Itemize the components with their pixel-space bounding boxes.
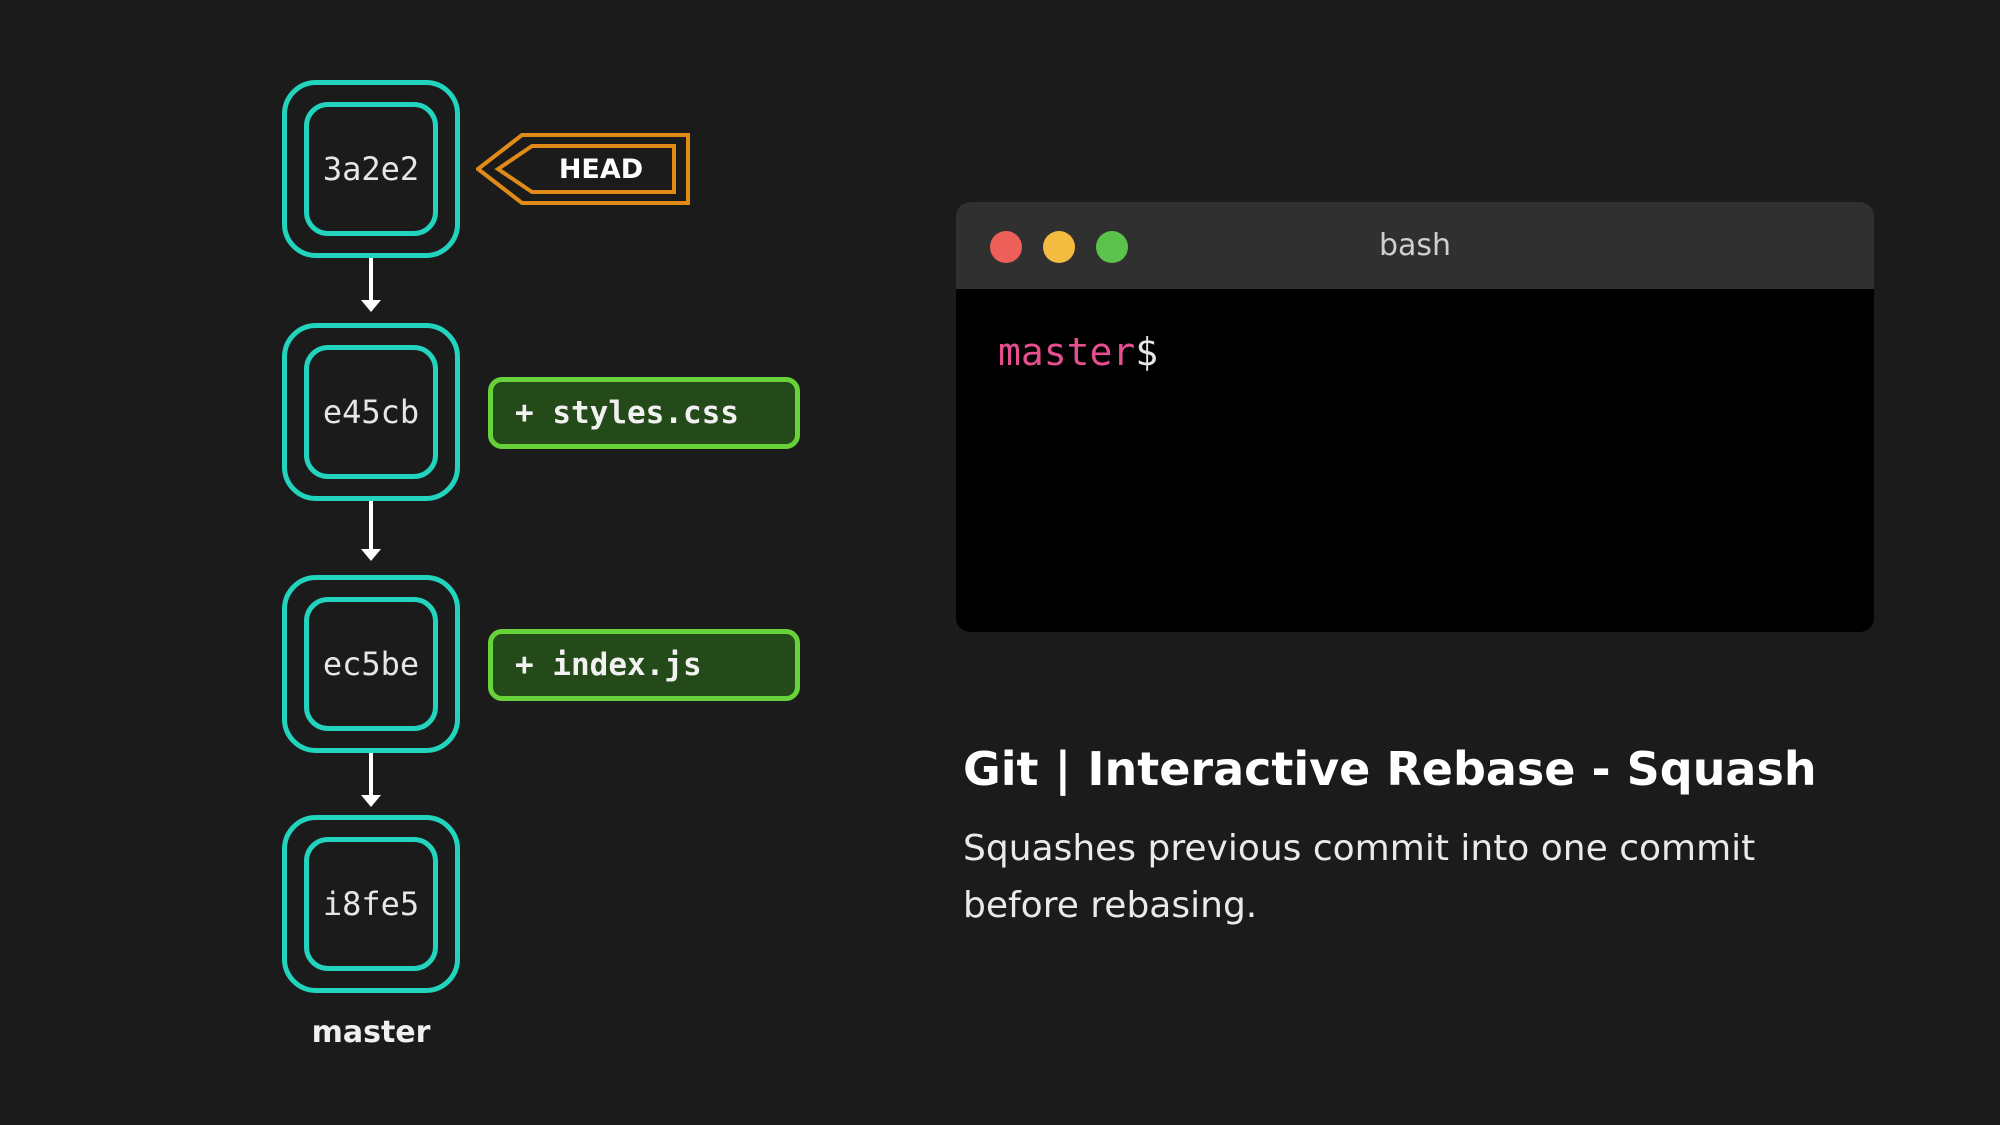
terminal-title: bash [1378, 228, 1452, 263]
commit-node: ec5be [282, 575, 460, 753]
commit-hash: i8fe5 [322, 885, 420, 923]
maximize-window-button[interactable] [1096, 231, 1128, 263]
commit-node: 3a2e2 [282, 80, 460, 258]
minimize-window-button[interactable] [1043, 231, 1075, 263]
slide-description: Squashes previous commit into one commit… [963, 828, 1756, 926]
commit-node-inner: ec5be [304, 597, 438, 731]
commit-node: i8fe5 [282, 815, 460, 993]
head-label: HEAD [558, 153, 644, 185]
close-window-button[interactable] [990, 231, 1022, 263]
branch-label: master [311, 1015, 431, 1050]
slide-title: Git | Interactive Rebase - Squash [963, 742, 1817, 796]
commit-hash: 3a2e2 [322, 150, 420, 188]
head-pointer-shape [476, 133, 690, 205]
commit-node: e45cb [282, 323, 460, 501]
prompt-symbol: $ [1135, 330, 1159, 374]
commit-hash: e45cb [322, 393, 420, 431]
terminal-titlebar[interactable]: bash [956, 202, 1874, 289]
parent-arrow [361, 258, 381, 314]
commit-node-inner: i8fe5 [304, 837, 438, 971]
prompt-branch: master [998, 330, 1136, 374]
commit-hash: ec5be [322, 645, 420, 683]
commit-node-inner: 3a2e2 [304, 102, 438, 236]
parent-arrow [361, 501, 381, 565]
commit-node-inner: e45cb [304, 345, 438, 479]
head-pointer: HEAD [476, 133, 690, 205]
terminal-window[interactable]: bash master$ [956, 202, 1874, 632]
file-change-tag: + index.js [488, 629, 800, 701]
terminal-prompt[interactable]: master$ [998, 330, 1158, 374]
file-change-tag: + styles.css [488, 377, 800, 449]
parent-arrow [361, 753, 381, 809]
